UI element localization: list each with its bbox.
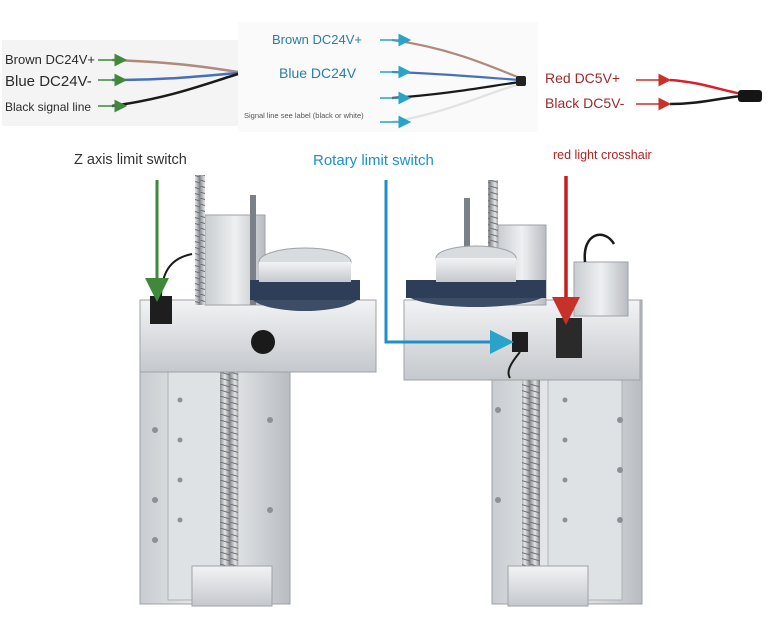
rotary-callout-arrow — [384, 180, 514, 354]
z-wire-label-blue: Blue DC24V- — [5, 73, 92, 90]
right-vertical-rod-1 — [488, 180, 498, 300]
right-rail-bolts — [495, 397, 623, 523]
left-rail-bolts — [152, 397, 273, 543]
cross-wire-red — [669, 78, 743, 96]
rot-wire-label-blue: Blue DC24V — [279, 65, 357, 81]
cross-wire-label-black: Black DC5V- — [545, 95, 625, 111]
left-leadscrew — [220, 370, 238, 575]
right-laser-housing — [573, 261, 629, 317]
left-knob — [251, 330, 275, 354]
z-wire-label-brown: Brown DC24V+ — [5, 52, 95, 67]
right-base-block — [507, 565, 589, 607]
right-rotary-body — [436, 258, 516, 282]
rot-wire-label-signal: Signal line see label (black or white) — [244, 111, 364, 120]
z-wire-label-black: Black signal line — [5, 100, 92, 114]
rotary-switch-cable — [380, 33, 526, 129]
crosshair-cable — [636, 73, 762, 111]
left-z-switch — [150, 296, 172, 324]
left-rotary-belt — [250, 280, 360, 300]
right-switch-cable — [507, 351, 521, 379]
left-vertical-rod-2 — [250, 195, 256, 305]
left-module — [139, 175, 377, 607]
z-wire-brown — [111, 58, 239, 74]
cross-wire-black — [669, 94, 743, 106]
left-vertical-rod-1 — [195, 175, 205, 305]
cross-plug — [738, 90, 762, 102]
right-laser-cable — [583, 233, 616, 263]
rotary-callout: Rotary limit switch — [313, 152, 434, 169]
rot-connector — [516, 76, 526, 86]
z-axis-callout: Z axis limit switch — [74, 152, 187, 168]
right-module — [403, 180, 643, 607]
right-crosshair-unit — [556, 318, 582, 358]
left-switch-cable — [160, 253, 193, 297]
cross-wire-label-red: Red DC5V+ — [545, 70, 621, 86]
left-base-block — [191, 565, 273, 607]
z-switch-cable — [98, 53, 239, 113]
z-wire-blue — [111, 71, 239, 82]
z-wire-black — [111, 72, 239, 108]
rot-wire-label-brown: Brown DC24V+ — [272, 32, 362, 47]
right-leadscrew — [522, 370, 540, 575]
right-rotary-switch — [512, 332, 528, 352]
crosshair-callout: red light crosshair — [553, 148, 652, 162]
left-rotary-body — [259, 262, 351, 282]
right-rotary-belt — [406, 280, 546, 298]
